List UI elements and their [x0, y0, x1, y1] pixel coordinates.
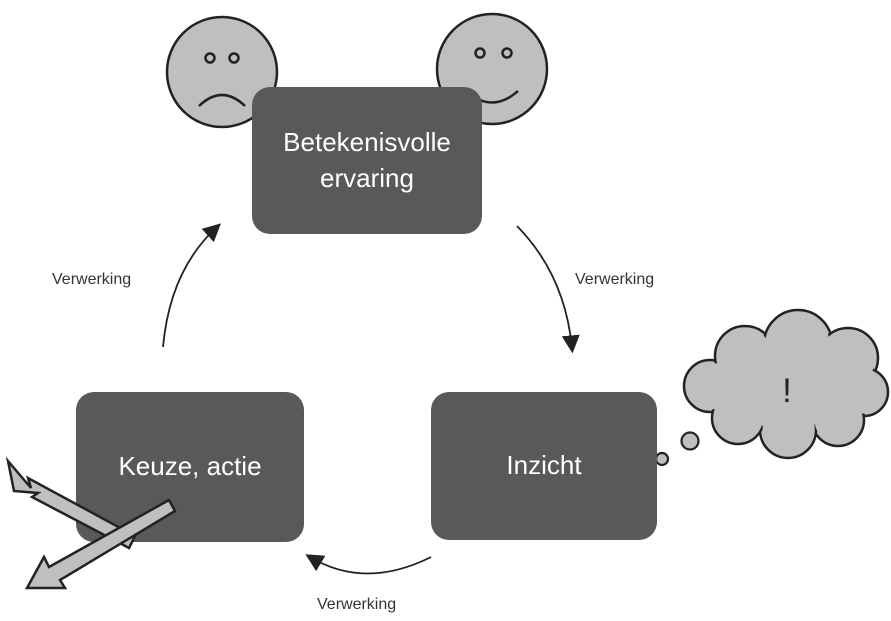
crossing-double-arrow-icon — [5, 456, 177, 590]
edge-label-bottom: Verwerking — [317, 596, 397, 613]
cycle-arrow-bottom — [305, 554, 432, 575]
cycle-arrow-top-left — [162, 223, 221, 348]
node-insight: Inzicht — [431, 392, 657, 540]
edge-label-top-left: Verwerking — [52, 271, 132, 288]
cycle-arrow-top-right — [516, 225, 580, 354]
thought-cloud-text: ! — [782, 372, 791, 410]
node-insight-label: Inzicht — [506, 450, 582, 481]
edge-label-top-right: Verwerking — [575, 271, 655, 288]
node-choice-action-label: Keuze, actie — [118, 451, 262, 482]
node-choice-action: Keuze, actie — [76, 392, 304, 542]
sad-face-icon — [165, 15, 279, 129]
node-meaningful-experience: Betekenisvolle ervaring — [252, 87, 482, 234]
thought-cloud-icon: ! — [631, 308, 890, 478]
node-meaningful-experience-label: Betekenisvolle ervaring — [283, 127, 451, 193]
